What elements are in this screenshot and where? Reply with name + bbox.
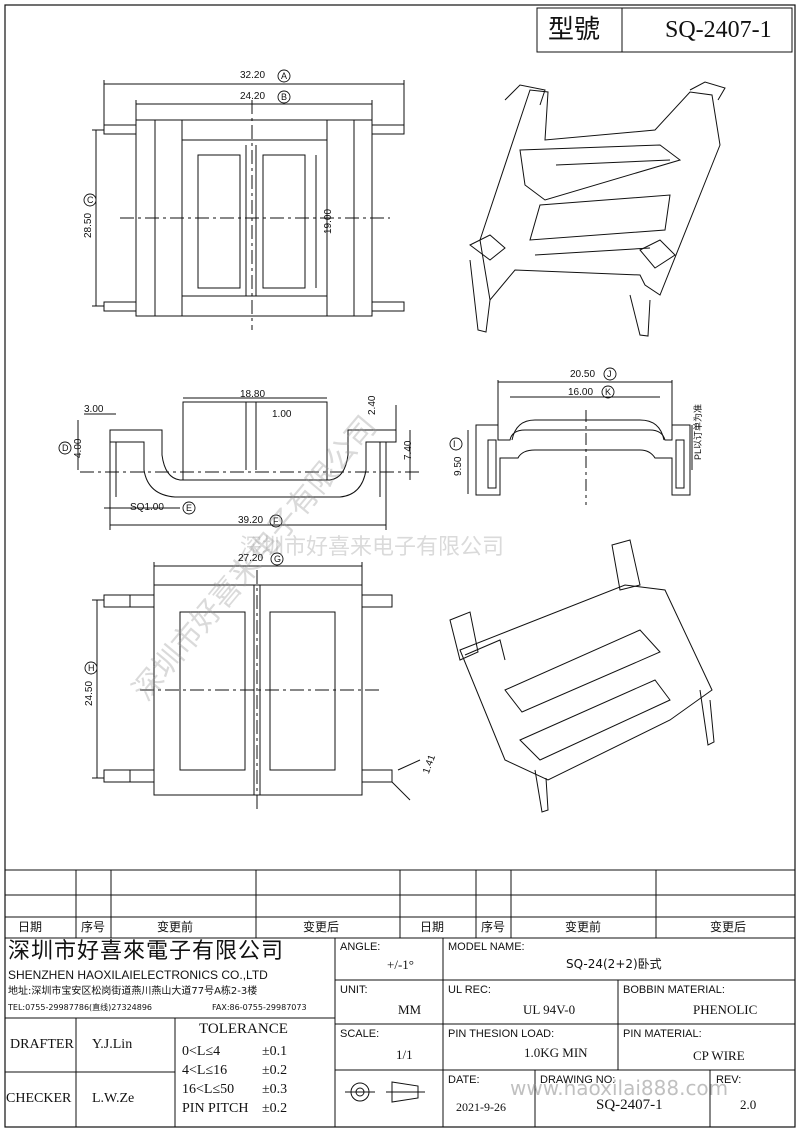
dim-letter-a: A bbox=[281, 71, 288, 81]
dim-k: 16.00 bbox=[568, 387, 594, 398]
dim-i: 9.50 bbox=[453, 456, 464, 476]
dim-letter-k: K bbox=[605, 387, 612, 397]
tolerance-value-4: ±0.2 bbox=[262, 1101, 288, 1116]
model-label: 型號 bbox=[548, 15, 601, 45]
dim-h: 24.50 bbox=[84, 680, 95, 706]
model-header-box bbox=[536, 7, 793, 53]
scale-value: 1/1 bbox=[396, 1047, 413, 1062]
dim-letter-f: F bbox=[273, 516, 279, 526]
angle-value: +/-1° bbox=[387, 957, 414, 972]
bobbin-material-label: BOBBIN MATERIAL: bbox=[623, 984, 725, 996]
tolerance-range-1: 0<L≤4 bbox=[182, 1044, 221, 1059]
side-view bbox=[467, 380, 693, 505]
company-name-cn: 深圳市好喜來電子有限公司 bbox=[8, 939, 285, 964]
dim-1880: 18.80 bbox=[240, 389, 266, 400]
date-value: 2021-9-26 bbox=[456, 1100, 506, 1114]
dim-a: 32.20 bbox=[240, 70, 266, 81]
dim-letter-e: E bbox=[186, 503, 193, 513]
rev-header-before-2: 变更前 bbox=[565, 920, 602, 934]
drafter-value: Y.J.Lin bbox=[92, 1037, 133, 1052]
dim-letter-c: C bbox=[87, 195, 94, 205]
pl-note: PL以订单为准 bbox=[693, 403, 703, 460]
company-fax: FAX:86-0755-29987073 bbox=[212, 1003, 307, 1012]
company-address: 地址:深圳市宝安区松岗街道燕川燕山大道77号A栋2-3楼 bbox=[8, 986, 258, 997]
dim-f: 39.20 bbox=[238, 515, 264, 526]
dim-240: 2.40 bbox=[367, 395, 378, 415]
tolerance-range-2: 4<L≤16 bbox=[182, 1063, 228, 1078]
rev-header-date-1: 日期 bbox=[18, 920, 43, 934]
dim-300: 3.00 bbox=[84, 404, 104, 415]
angle-label: ANGLE: bbox=[340, 941, 381, 953]
rev-header-before-1: 变更前 bbox=[157, 920, 194, 934]
ul-rec-label: UL REC: bbox=[448, 984, 491, 996]
dim-400: 4.00 bbox=[73, 438, 84, 458]
dim-letter-d: D bbox=[62, 443, 69, 453]
rev-header-seq-1: 序号 bbox=[81, 920, 106, 934]
dim-letter-h: H bbox=[88, 663, 95, 673]
rev-label: REV: bbox=[716, 1074, 742, 1086]
bobbin-material-value: PHENOLIC bbox=[693, 1002, 758, 1017]
watermark-main: 深圳市好喜来电子有限公司 bbox=[240, 535, 505, 560]
date-label: DATE: bbox=[448, 1074, 480, 1086]
company-name-en: SHENZHEN HAOXILAIELECTRONICS CO.,LTD bbox=[8, 968, 268, 982]
rev-header-date-2: 日期 bbox=[420, 920, 445, 934]
ul-rec-value: UL 94V-0 bbox=[523, 1002, 576, 1017]
rev-header-seq-2: 序号 bbox=[481, 920, 506, 934]
bottom-view bbox=[92, 562, 421, 810]
pin-tension-value: 1.0KG MIN bbox=[524, 1045, 588, 1060]
pin-material-label: PIN MATERIAL: bbox=[623, 1028, 702, 1040]
checker-value: L.W.Ze bbox=[92, 1091, 135, 1106]
drawing-no-label: DRAWING NO: bbox=[540, 1074, 616, 1086]
tolerance-range-4: PIN PITCH bbox=[182, 1101, 249, 1116]
dim-letter-b: B bbox=[281, 92, 288, 102]
dim-letter-i: I bbox=[453, 439, 456, 449]
tolerance-range-3: 16<L≤50 bbox=[182, 1082, 235, 1097]
dim-740: 7.40 bbox=[403, 440, 414, 460]
scale-label: SCALE: bbox=[340, 1028, 380, 1040]
drafter-label: DRAFTER bbox=[10, 1037, 74, 1052]
unit-label: UNIT: bbox=[340, 984, 368, 996]
rev-header-after-2: 变更后 bbox=[710, 920, 747, 934]
dim-c: 28.50 bbox=[83, 212, 94, 238]
unit-value: MM bbox=[398, 1002, 422, 1017]
rev-header-after-1: 变更后 bbox=[303, 920, 340, 934]
dim-b: 24.20 bbox=[240, 91, 266, 102]
sheet-border bbox=[4, 4, 796, 1128]
pin-tension-label: PIN THESION LOAD: bbox=[448, 1028, 555, 1040]
watermark-url: www.haoxilai888.com bbox=[510, 1076, 729, 1100]
model-name-value: SQ-24(2+2)卧式 bbox=[566, 957, 662, 971]
company-tel: TEL:0755-29987786(直线)27324896 bbox=[8, 1003, 153, 1012]
table-grid bbox=[5, 869, 795, 1127]
dim-j: 20.50 bbox=[570, 369, 596, 380]
tolerance-value-2: ±0.2 bbox=[262, 1063, 288, 1078]
iso-view-top bbox=[469, 81, 726, 337]
dim-letter-g: G bbox=[274, 554, 282, 564]
dim-letter-j: J bbox=[607, 369, 612, 379]
pin-material-value: CP WIRE bbox=[693, 1048, 745, 1063]
dim-19: 19.00 bbox=[323, 208, 334, 234]
tolerance-title: TOLERANCE bbox=[199, 1021, 288, 1037]
model-number: SQ-2407-1 bbox=[665, 17, 772, 43]
tolerance-value-1: ±0.1 bbox=[262, 1044, 288, 1059]
iso-view-bottom bbox=[449, 539, 715, 813]
tolerance-value-3: ±0.3 bbox=[262, 1082, 288, 1097]
front-view bbox=[77, 397, 420, 530]
top-view bbox=[92, 80, 405, 330]
rev-value: 2.0 bbox=[740, 1097, 757, 1112]
dim-100: 1.00 bbox=[272, 409, 292, 420]
model-name-label: MODEL NAME: bbox=[448, 941, 525, 953]
drawing-no-value: SQ-2407-1 bbox=[596, 1097, 663, 1113]
checker-label: CHECKER bbox=[6, 1091, 72, 1106]
dim-g: 27.20 bbox=[238, 553, 264, 564]
dim-sq: SQ1.00 bbox=[130, 502, 164, 513]
